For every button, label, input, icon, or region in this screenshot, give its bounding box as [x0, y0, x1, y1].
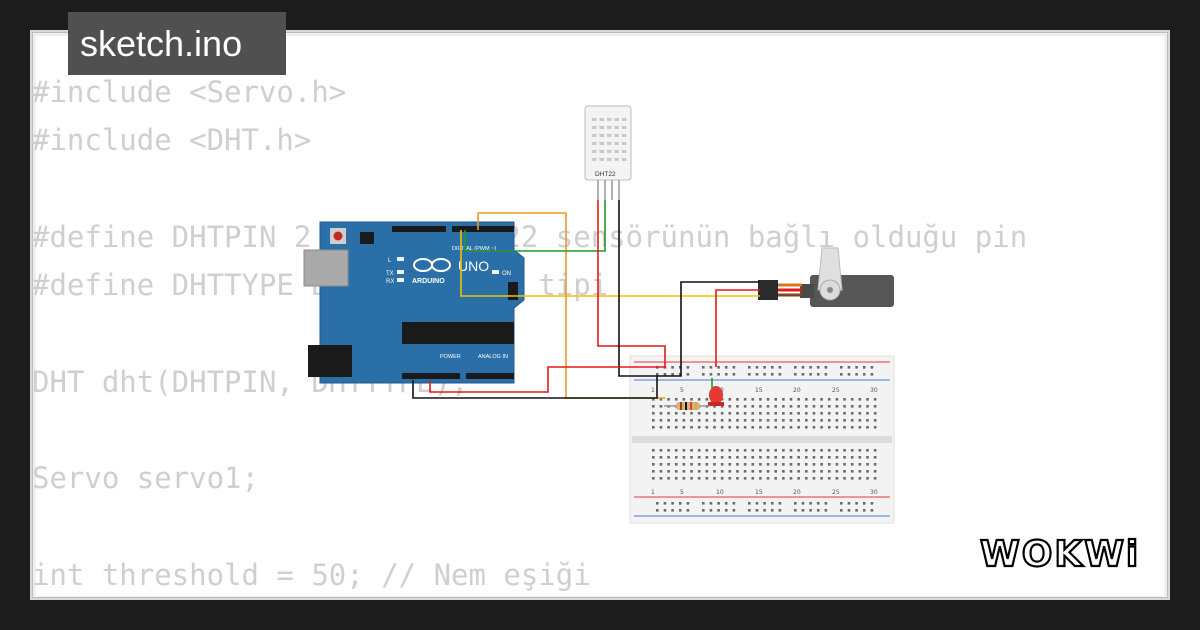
- breadboard: 1 5 10 15 20 25 30 1 5 10 15 20 25 30: [629, 355, 895, 524]
- wire-red-servo-vcc: [715, 289, 760, 367]
- wire-yellow-servo-signal: [460, 230, 760, 297]
- digital-label: DIGITAL (PWM ~): [452, 246, 496, 252]
- arduino-uno: UNO ARDUINO DIGITAL (PWM ~) POWER ANALOG…: [303, 221, 525, 384]
- header-power: [402, 373, 460, 379]
- bb-col-5: 5: [680, 387, 684, 394]
- led-tx-label: TX: [386, 271, 394, 277]
- wire-red-5v: [429, 366, 666, 393]
- code-line: Servo servo1;: [32, 461, 259, 496]
- bb-col-15: 15: [755, 387, 763, 394]
- bb-col-15-bottom: 15: [755, 489, 763, 496]
- bb-col-20: 20: [793, 387, 801, 394]
- code-line: int threshold = 50; // Nem eşiği: [32, 557, 591, 592]
- file-tab[interactable]: sketch.ino: [68, 12, 286, 75]
- bb-col-1: 1: [651, 387, 655, 394]
- wokwi-logo: WOKWi: [979, 533, 1140, 576]
- wire-red-dht-vcc: [597, 200, 666, 367]
- bb-col-20-bottom: 20: [793, 489, 801, 496]
- wire-black-gnd: [412, 376, 658, 399]
- brand-label: ARDUINO: [412, 278, 445, 285]
- board-model-label: UNO: [458, 258, 489, 274]
- header-digital-left: [392, 226, 446, 232]
- bb-col-25: 25: [832, 387, 840, 394]
- header-digital-right: [452, 226, 514, 232]
- servo-motor: [758, 247, 894, 307]
- analog-label: ANALOG IN: [478, 354, 508, 360]
- power-label: POWER: [440, 354, 461, 360]
- reset-button-cap[interactable]: [333, 231, 343, 241]
- bb-col-1-bottom: 1: [651, 489, 655, 496]
- led-on-label: ON: [502, 271, 511, 277]
- wires: [412, 200, 760, 399]
- power-jack: [308, 345, 352, 377]
- bb-col-25-bottom: 25: [832, 489, 840, 496]
- code-background: #include <Servo.h> #include <DHT.h> #defin…: [32, 68, 1092, 599]
- atmega-chip: [402, 322, 514, 344]
- resistor: [664, 402, 710, 410]
- usb-connector: [303, 249, 349, 287]
- code-line: #define DHTTYPE DHT22 // DHT tipi: [32, 268, 609, 303]
- breadboard-holes: [652, 366, 877, 512]
- code-line: #include <Servo.h>: [32, 75, 347, 109]
- bb-col-10-bottom: 10: [716, 489, 724, 496]
- bb-col-5-bottom: 5: [680, 489, 684, 496]
- wire-green-dht-data: [464, 200, 606, 252]
- wire-black-dht-gnd: [618, 200, 760, 377]
- bb-col-30-bottom: 30: [870, 489, 878, 496]
- dht22-label: DHT22: [595, 171, 616, 178]
- led-l-label: L: [388, 258, 392, 264]
- dht22-sensor: DHT22: [584, 105, 632, 200]
- wokwi-logo-text: WOKWi: [980, 534, 1140, 575]
- header-analog: [466, 373, 514, 379]
- bb-col-30: 30: [870, 387, 878, 394]
- red-led: [708, 386, 724, 406]
- code-line: #include <DHT.h>: [32, 123, 312, 158]
- led-rx-label: RX: [386, 279, 394, 285]
